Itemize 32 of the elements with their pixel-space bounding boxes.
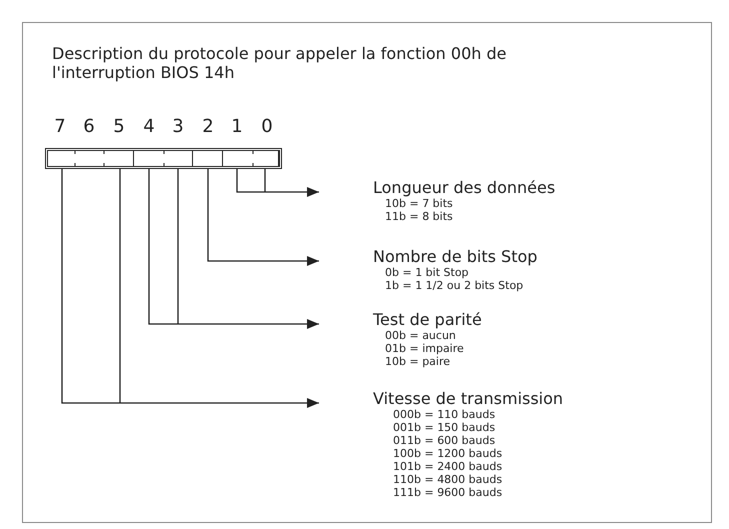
value-line: 11b = 8 bits <box>385 210 454 223</box>
bit-number: 7 <box>53 116 67 137</box>
title: Description du protocole pour appeler la fonction 00h de l'interruption BIOS 14h <box>52 44 508 82</box>
value-line: 00b = aucun <box>385 329 457 342</box>
arrow <box>61 168 320 408</box>
value-line: 111b = 9600 bauds <box>393 486 504 499</box>
value-line: 101b = 2400 bauds <box>393 460 504 473</box>
field-heading: Test de parité <box>373 310 482 329</box>
arrow <box>207 169 319 266</box>
bit-number: 1 <box>230 116 244 137</box>
value-line: 110b = 4800 bauds <box>393 473 504 486</box>
value-line: 0b = 1 bit Stop <box>385 266 470 279</box>
arrow <box>236 168 320 197</box>
value-line: 011b = 600 bauds <box>393 434 496 447</box>
value-line: 10b = 7 bits <box>385 197 454 210</box>
value-line: 001b = 150 bauds <box>393 421 496 434</box>
bit-number: 0 <box>260 116 274 137</box>
value-line: 100b = 1200 bauds <box>393 447 504 460</box>
field-heading: Nombre de bits Stop <box>373 247 538 266</box>
bit-number: 3 <box>171 116 185 137</box>
bit-number: 4 <box>142 116 156 137</box>
value-line: 10b = paire <box>385 355 452 368</box>
bit-number: 6 <box>82 116 96 137</box>
register-box <box>45 148 282 169</box>
bit-number: 5 <box>112 116 126 137</box>
bit-number: 2 <box>201 116 215 137</box>
value-line: 000b = 110 bauds <box>393 408 496 421</box>
value-line: 1b = 1 1/2 ou 2 bits Stop <box>385 279 524 292</box>
field-heading: Longueur des données <box>373 178 556 197</box>
arrow <box>148 168 320 329</box>
field-heading: Vitesse de transmission <box>373 389 564 408</box>
value-line: 01b = impaire <box>385 342 465 355</box>
